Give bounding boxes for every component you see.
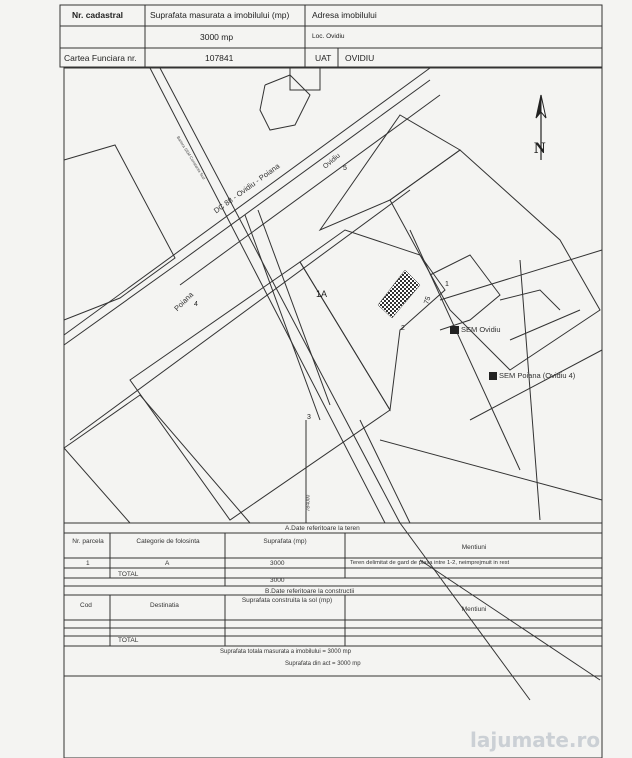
station-marker-poiana xyxy=(489,372,497,380)
header-table-frame xyxy=(59,4,603,68)
table-a-header-suprafata: Suprafata (mp) xyxy=(263,538,307,545)
point-5: 5 xyxy=(343,165,347,172)
adresa-label: Adresa imobilului xyxy=(312,10,377,20)
carte-funciara-label: Cartea Funciara nr. xyxy=(64,53,137,63)
suprafata-label: Suprafata masurata a imobilului (mp) xyxy=(150,10,290,20)
table-a-row-suprafata: 3000 xyxy=(270,560,285,567)
table-a-header-mentiuni: Mentiuni xyxy=(461,544,487,551)
table-a-title: A.Date referitoare la teren xyxy=(285,525,360,532)
totals-line-2: Suprafata din act = 3000 mp xyxy=(285,661,361,667)
hatched-area xyxy=(377,269,421,319)
station-poiana-label: SEM Poiana (Ovidiu 4) xyxy=(499,371,576,380)
uat-label: UAT xyxy=(315,53,332,63)
north-label: N xyxy=(534,140,546,157)
map-frame xyxy=(63,67,603,524)
nr-cadastral-label: Nr. cadastral xyxy=(72,10,124,20)
suprafata-value: 3000 mp xyxy=(200,32,234,42)
adresa-value: Loc. Ovidiu xyxy=(312,33,345,40)
station-ovidiu-label: SEM Ovidiu xyxy=(461,325,501,334)
table-a-header-nr: Nr. parcela xyxy=(72,538,104,545)
point-4: 4 xyxy=(194,301,198,308)
totals-line-1: Suprafata totala masurata a imobilului =… xyxy=(220,649,351,655)
carte-funciara-value: 107841 xyxy=(205,53,234,63)
table-a-row-categorie: A xyxy=(165,560,170,567)
table-b-header-suprafata: Suprafata construita la sol (mp) xyxy=(241,597,333,604)
point-1: 1 xyxy=(445,281,449,288)
north-arrow-icon xyxy=(535,94,547,160)
table-a-header-categorie: Categorie de folosinta xyxy=(136,538,200,545)
parcel-label: 1A xyxy=(316,289,328,299)
table-a-row-mentiuni: Teren delimitat de gard de plasa intre 1… xyxy=(350,560,510,566)
table-a-row-nr: 1 xyxy=(86,560,90,567)
table-b-total-label: TOTAL xyxy=(118,637,139,644)
uat-value: OVIDIU xyxy=(345,53,375,63)
table-b-title: B.Date referitoare la constructii xyxy=(265,588,355,595)
table-a-frame xyxy=(63,522,603,587)
watermark-logo: lajumate.ro xyxy=(470,728,601,752)
table-b-header-cod: Cod xyxy=(80,602,92,609)
table-a-total-label: TOTAL xyxy=(118,571,139,578)
station-marker-ovidiu xyxy=(450,326,459,334)
bottom-tiny-label: 784000 xyxy=(305,494,312,512)
point-3: 3 xyxy=(307,414,311,421)
table-a-total-value: 3000 xyxy=(270,577,285,584)
point-2: 2 xyxy=(401,325,405,332)
table-b-header-destinatia: Destinatia xyxy=(150,602,179,609)
table-b-header-mentiuni: Mentiuni xyxy=(461,606,487,613)
